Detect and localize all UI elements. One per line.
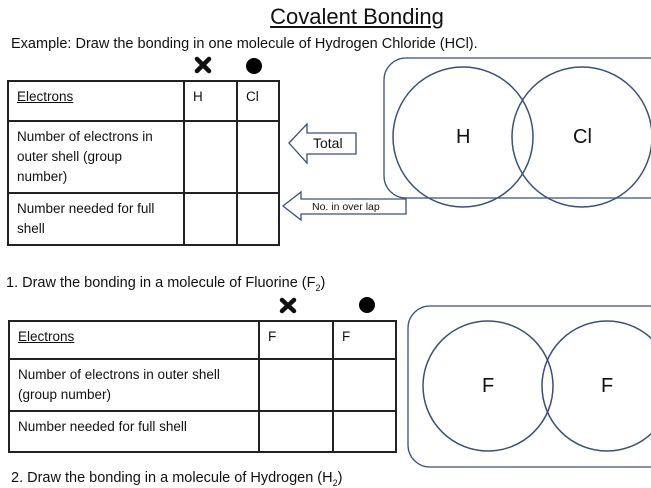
question2-prompt: 2. Draw the bonding in a molecule of Hyd… <box>11 470 343 488</box>
overlap-arrow <box>281 190 407 222</box>
header-f2: F <box>332 320 397 360</box>
hcl-table: Electrons H Cl Number of electrons in ou… <box>7 80 280 246</box>
row-needed: Number needed for full shell <box>8 410 260 453</box>
total-arrow <box>288 122 357 165</box>
row-outer-shell: Number of electrons in outer shell (grou… <box>7 120 185 194</box>
f-shell-right <box>541 320 651 452</box>
hcl-diagram-box <box>383 57 651 199</box>
question1-prompt: 1. Draw the bonding in a molecule of Flu… <box>6 275 326 293</box>
example-prompt: Example: Draw the bonding in one molecul… <box>11 36 478 52</box>
h-atom-label: H <box>456 126 471 148</box>
dot-icon <box>246 58 262 74</box>
f-shell-left <box>422 320 554 452</box>
header-cl: Cl <box>236 80 280 122</box>
cell-f1-outer[interactable] <box>258 358 334 412</box>
f-atom-label-right: F <box>601 375 614 397</box>
row-outer-shell: Number of electrons in outer shell (grou… <box>8 358 260 412</box>
cl-shell <box>511 66 651 208</box>
h-shell <box>392 66 534 208</box>
cross-icon <box>194 56 212 74</box>
row-needed: Number needed for full shell <box>7 192 185 246</box>
total-label: Total <box>313 135 343 151</box>
cell-cl-outer[interactable] <box>236 120 280 194</box>
f-atom-label-left: F <box>482 375 495 397</box>
overlap-label: No. in over lap <box>312 201 380 213</box>
cell-h-outer[interactable] <box>183 120 238 194</box>
f2-diagram-box <box>407 305 651 468</box>
cell-f2-needed[interactable] <box>332 410 397 453</box>
cross-icon <box>279 297 297 314</box>
header-electrons: Electrons <box>8 320 260 360</box>
dot-icon <box>359 297 375 313</box>
cell-f2-outer[interactable] <box>332 358 397 412</box>
page-title: Covalent Bonding <box>270 4 444 29</box>
cell-f1-needed[interactable] <box>258 410 334 453</box>
header-h: H <box>183 80 238 122</box>
f2-table: Electrons F F Number of electrons in out… <box>8 320 397 453</box>
cl-atom-label: Cl <box>573 126 592 148</box>
header-electrons: Electrons <box>7 80 185 122</box>
cell-cl-needed[interactable] <box>236 192 280 246</box>
cell-h-needed[interactable] <box>183 192 238 246</box>
header-f1: F <box>258 320 334 360</box>
